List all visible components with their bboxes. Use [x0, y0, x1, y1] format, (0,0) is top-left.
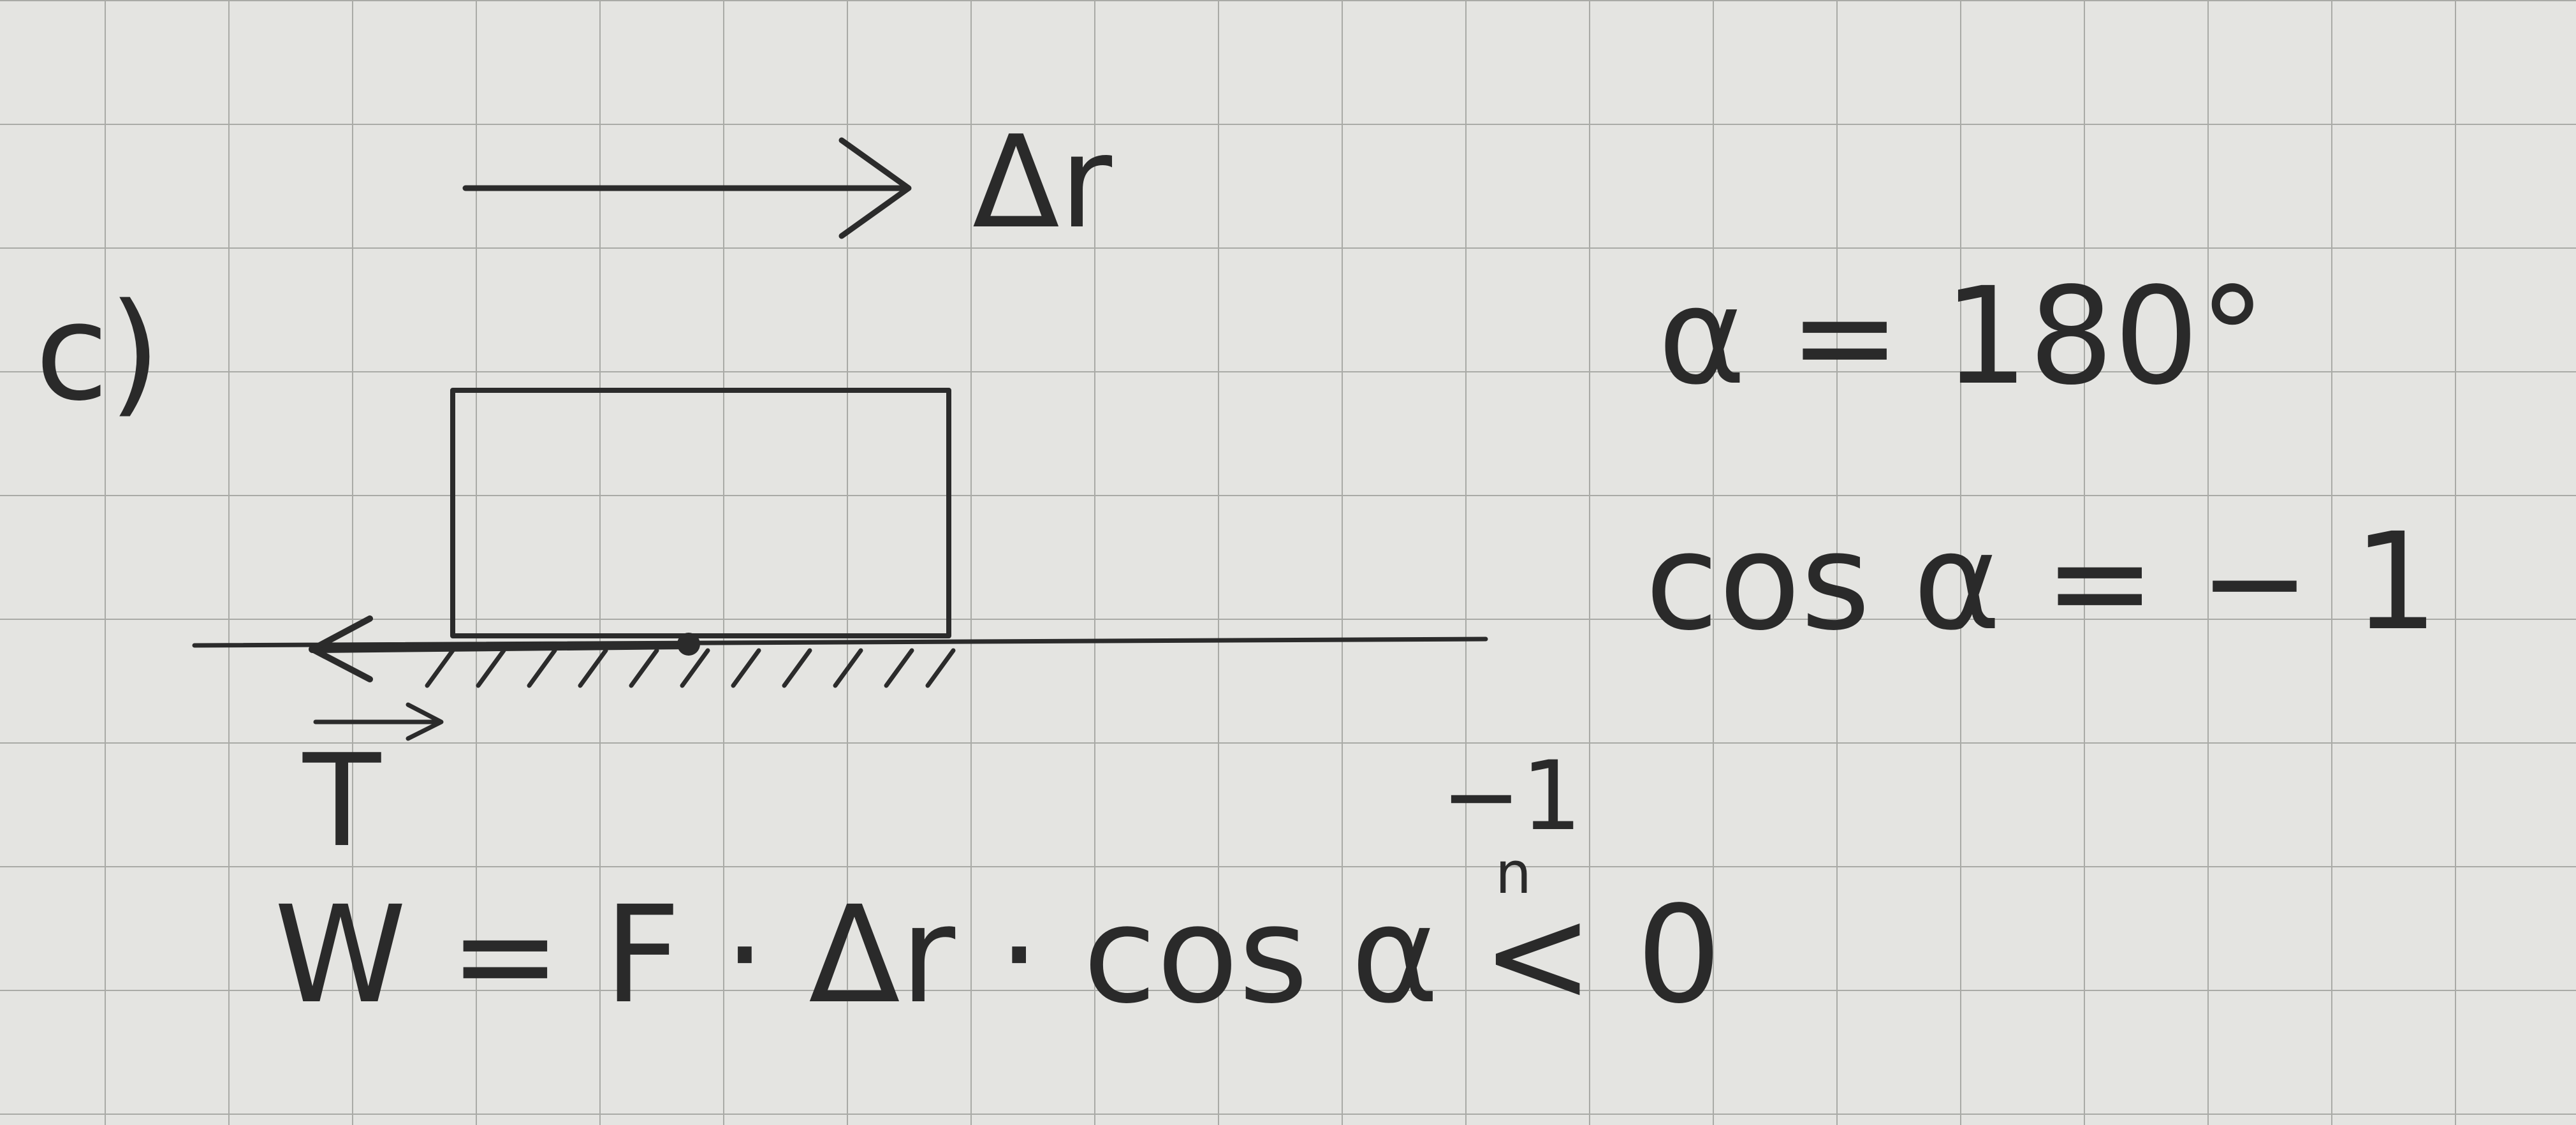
ground-hatching: [425, 648, 956, 688]
block: [450, 388, 951, 638]
part-label: c): [35, 274, 161, 430]
friction-force-arrow: [309, 615, 692, 682]
normal-marker: n: [1495, 840, 1532, 907]
ground-line: [192, 636, 1488, 648]
work-equation: W = F · Δr · cos α < 0: [274, 877, 1722, 1033]
force-vector-mark: [313, 702, 444, 741]
minus-one-annotation: −1: [1441, 741, 1582, 852]
displacement-arrow: [462, 137, 912, 239]
application-point: [677, 633, 700, 656]
cos-alpha-equation: cos α = − 1: [1645, 504, 2438, 660]
displacement-label: Δr: [972, 108, 1113, 257]
force-symbol: T: [302, 727, 381, 876]
alpha-equation: α = 180°: [1658, 258, 2266, 415]
